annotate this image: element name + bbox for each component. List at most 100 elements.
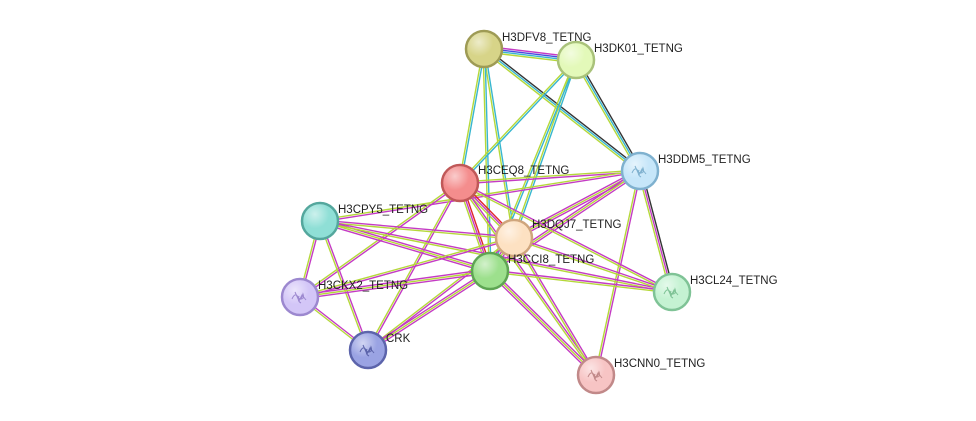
edge-evidence-purple <box>368 272 492 353</box>
edge-evidence-purple <box>514 237 598 375</box>
edge-evidence-purple <box>320 171 641 223</box>
protein-structure-icon <box>587 369 603 382</box>
node-label-crk: CRK <box>386 333 411 345</box>
edge-evidence-purple <box>320 219 515 238</box>
node-h3dqj7[interactable] <box>494 218 534 258</box>
node-label-h3cl24: H3CL24_TETNG <box>690 275 778 287</box>
edge-h3cci8-h3cnn0[interactable] <box>488 269 598 377</box>
edge-evidence-green <box>489 270 597 376</box>
node-label-h3dk01: H3DK01_TETNG <box>594 43 683 55</box>
node-highlight <box>443 166 477 200</box>
node-crk[interactable] <box>348 330 388 370</box>
edge-evidence-green <box>319 220 491 272</box>
edge-evidence-purple <box>490 269 598 375</box>
node-label-h3dfv8: H3DFV8_TETNG <box>502 32 592 44</box>
edge-evidence-green <box>459 183 672 294</box>
edge-evidence-purple <box>639 170 673 293</box>
edge-h3dfv8-h3ceq8[interactable] <box>458 48 486 184</box>
edge-evidence-black <box>484 46 642 171</box>
node-highlight <box>655 275 689 309</box>
node-h3ckx2[interactable] <box>280 277 320 317</box>
node-highlight <box>473 254 507 288</box>
edge-h3dqj7-h3ckx2[interactable] <box>299 236 515 299</box>
node-h3cnn0[interactable] <box>576 355 616 395</box>
edge-h3ceq8-h3cnn0[interactable] <box>458 182 598 376</box>
edge-h3cci8-h3cl24[interactable] <box>489 269 673 294</box>
edge-h3dfv8-h3ddm5[interactable] <box>482 46 642 174</box>
node-highlight <box>467 32 501 66</box>
node-highlight <box>623 154 657 188</box>
protein-structure-icon <box>291 291 307 304</box>
edge-h3cpy5-h3dqj7[interactable] <box>319 219 515 240</box>
node-highlight <box>351 333 385 367</box>
node-h3cpy5[interactable] <box>300 201 340 241</box>
edge-evidence-green <box>513 238 672 294</box>
node-label-h3cnn0: H3CNN0_TETNG <box>614 358 705 370</box>
node-h3cci8[interactable] <box>470 251 510 291</box>
edge-h3dqj7-h3cl24[interactable] <box>513 236 673 294</box>
edge-evidence-black <box>577 58 643 171</box>
edge-evidence-purple <box>300 238 515 299</box>
edge-evidence-green <box>458 48 484 183</box>
node-label-h3ceq8: H3CEQ8_TETNG <box>478 165 569 177</box>
node-h3cl24[interactable] <box>652 272 692 312</box>
node-label-h3dqj7: H3DQJ7_TETNG <box>532 219 622 231</box>
edge-evidence-cyan <box>460 60 578 185</box>
edge-evidence-green <box>299 181 460 297</box>
edge-evidence-cyan <box>575 59 641 172</box>
node-label-h3ddm5: H3DDM5_TETNG <box>658 154 751 166</box>
edge-h3cci8-h3ckx2[interactable] <box>299 268 491 300</box>
edge-evidence-green <box>458 58 576 183</box>
edge-evidence-green <box>459 169 640 183</box>
node-label-h3cpy5: H3CPY5_TETNG <box>338 204 428 216</box>
node-highlight <box>559 43 593 77</box>
edge-evidence-cyan <box>484 48 516 238</box>
edge-evidence-purple <box>299 268 490 296</box>
node-highlight <box>303 204 337 238</box>
edge-evidence-purple <box>366 268 490 349</box>
edge-evidence-green <box>458 183 596 376</box>
edge-h3ddm5-h3cl24[interactable] <box>637 170 675 293</box>
node-label-h3cci8: H3CCI8_TETNG <box>508 254 594 266</box>
node-layer <box>280 29 692 395</box>
edge-evidence-cyan <box>484 48 492 271</box>
edge-h3dfv8-h3cci8[interactable] <box>482 48 492 272</box>
edge-evidence-green <box>573 60 639 173</box>
node-highlight <box>497 221 531 255</box>
edge-h3ddm5-h3ceq8[interactable] <box>459 169 641 185</box>
edge-evidence-green <box>489 271 672 294</box>
edge-evidence-cyan <box>483 48 641 172</box>
edge-h3dqj7-h3cnn0[interactable] <box>512 237 598 376</box>
edge-h3dk01-h3ceq8[interactable] <box>458 58 578 185</box>
edge-evidence-green <box>319 221 514 240</box>
edge-evidence-purple <box>490 269 673 292</box>
node-h3dk01[interactable] <box>556 40 596 80</box>
edge-evidence-purple <box>514 236 673 292</box>
edge-evidence-green <box>482 49 640 174</box>
edge-evidence-cyan <box>514 60 578 239</box>
protein-structure-icon <box>631 165 647 178</box>
node-h3dfv8[interactable] <box>464 29 504 69</box>
edge-evidence-black <box>641 170 675 292</box>
node-highlight <box>283 280 317 314</box>
protein-structure-icon <box>663 286 679 299</box>
edge-evidence-green <box>482 49 490 272</box>
edge-evidence-green <box>299 236 514 297</box>
edge-evidence-green <box>512 238 596 376</box>
edge-evidence-green <box>637 171 671 293</box>
edge-evidence-purple <box>460 182 598 375</box>
edge-h3dk01-h3ddm5[interactable] <box>573 58 643 173</box>
node-label-h3ckx2: H3CKX2_TETNG <box>318 280 408 292</box>
protein-structure-icon <box>359 344 375 357</box>
edge-evidence-purple <box>460 171 641 185</box>
edge-evidence-green <box>366 182 460 350</box>
node-h3ceq8[interactable] <box>440 163 480 203</box>
node-h3ddm5[interactable] <box>620 151 660 191</box>
edge-evidence-purple <box>300 272 491 300</box>
edge-h3ceq8-h3cl24[interactable] <box>459 181 673 294</box>
edge-evidence-purple <box>488 271 596 377</box>
edge-evidence-green <box>367 270 491 351</box>
edge-h3cci8-crk[interactable] <box>366 268 492 353</box>
